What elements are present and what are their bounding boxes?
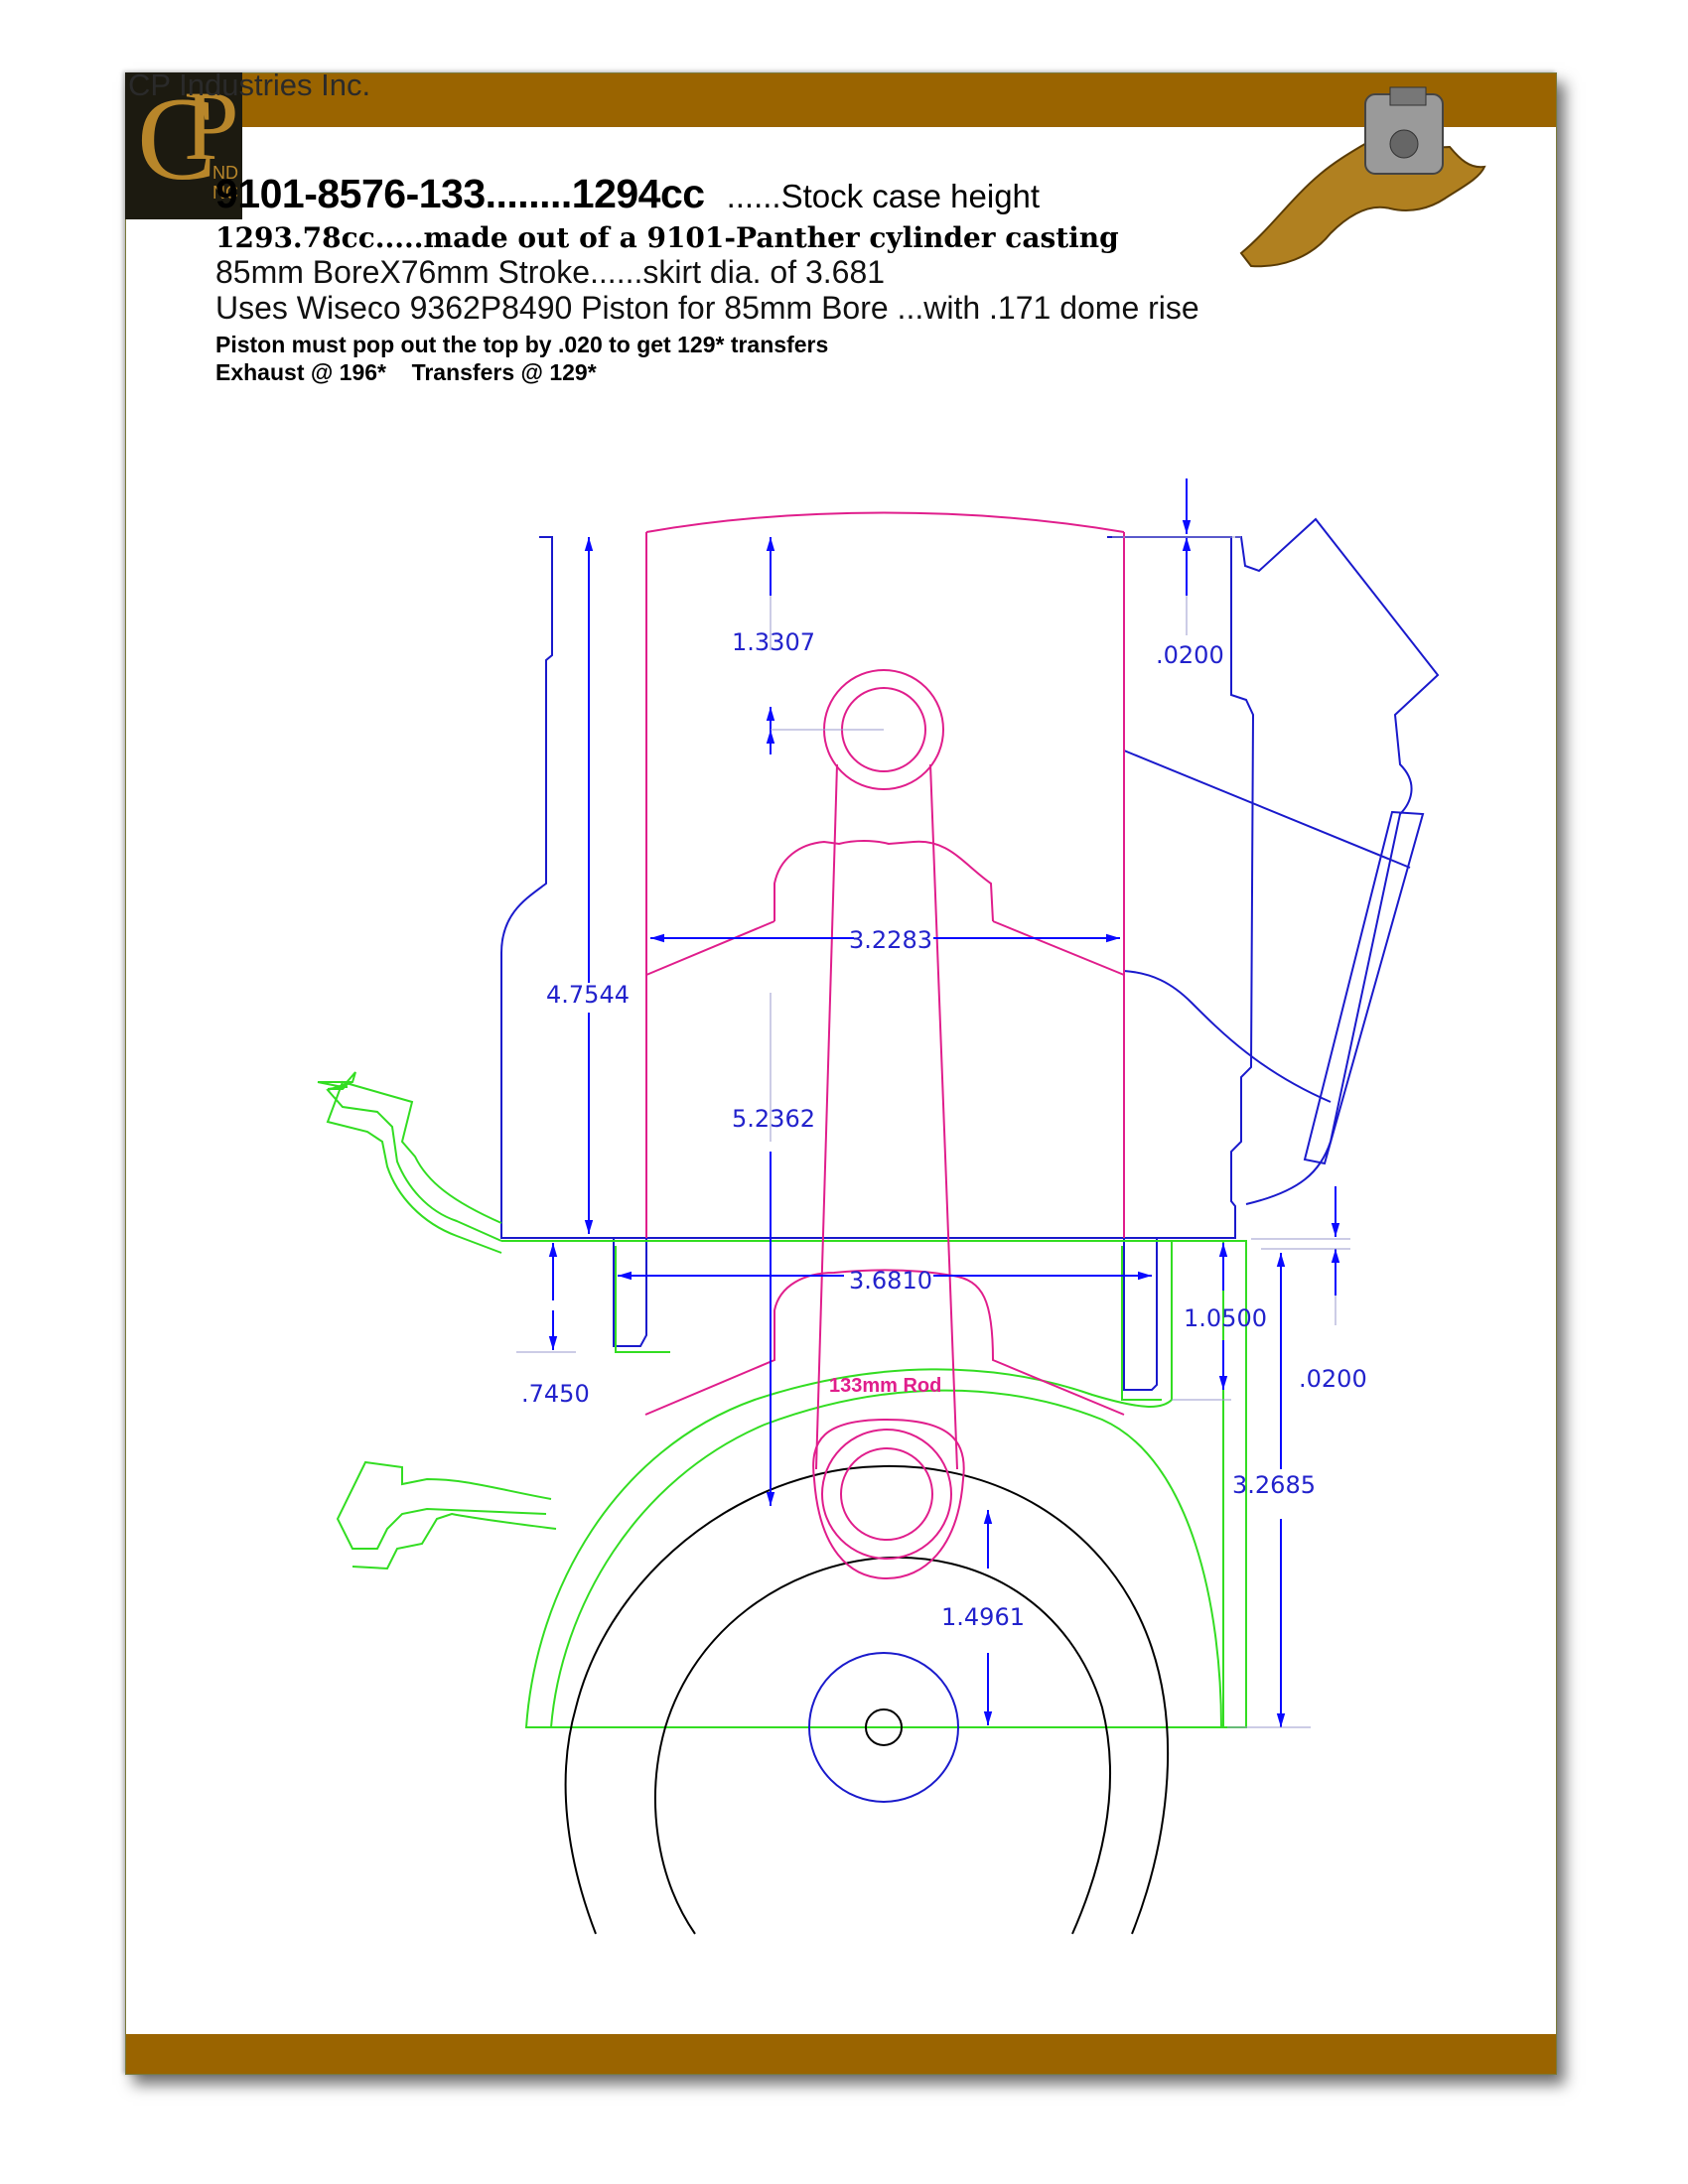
displacement-note: 1293.78cc.....made out of a 9101-Panther… bbox=[215, 221, 1119, 254]
svg-text:C: C bbox=[137, 72, 216, 205]
bottom-accent-bar bbox=[126, 2034, 1556, 2074]
crankcase bbox=[317, 1071, 1247, 1728]
dim-spigot-depth: 1.0500 bbox=[1184, 1304, 1267, 1332]
dim-base-depth: .7450 bbox=[521, 1380, 590, 1408]
top-accent-bar bbox=[126, 73, 1556, 127]
dim-deck-to-crank: 3.2685 bbox=[1232, 1471, 1316, 1499]
bore-stroke-note: 85mm BoreX76mm Stroke......skirt dia. of… bbox=[215, 254, 886, 290]
svg-text:ND: ND bbox=[212, 163, 238, 183]
svg-text:NC: NC bbox=[212, 183, 238, 203]
dim-bore-width: 3.2283 bbox=[849, 926, 932, 954]
svg-text:P: P bbox=[184, 70, 239, 181]
crankshaft bbox=[564, 1464, 1170, 1935]
dimension-lines bbox=[516, 478, 1350, 1728]
dim-pop-up: .0200 bbox=[1156, 641, 1224, 669]
rod-label: 133mm Rod bbox=[829, 1375, 941, 1397]
part-note: ......Stock case height bbox=[726, 178, 1041, 214]
pop-up-note: Piston must pop out the top by .020 to g… bbox=[215, 332, 829, 357]
dim-pin-to-crank: 1.4961 bbox=[941, 1603, 1025, 1631]
page-title: 9101-8576-133........1294cc ......Stock c… bbox=[215, 171, 1040, 217]
part-number: 9101-8576-133........1294cc bbox=[215, 171, 705, 216]
port-timing-note: Exhaust @ 196* Transfers @ 129* bbox=[215, 359, 597, 385]
crank-main-bearing bbox=[808, 1652, 959, 1803]
drawing-sheet bbox=[125, 72, 1557, 2075]
company-name: CP Industries Inc. bbox=[128, 68, 371, 102]
cylinder-sketch-icon bbox=[1239, 86, 1486, 268]
dimension-labels: .0200 1.3307 3.2283 4.7544 5.2362 3.6810… bbox=[521, 628, 1367, 1631]
piston-and-rod bbox=[644, 511, 1125, 1580]
company-logo: C P ND NC bbox=[125, 70, 242, 219]
dim-pin-to-crown: 1.3307 bbox=[732, 628, 815, 656]
dim-rod-length: 5.2362 bbox=[732, 1105, 815, 1133]
piston-note: Uses Wiseco 9362P8490 Piston for 85mm Bo… bbox=[215, 290, 1199, 326]
dim-skirt-diameter: 3.6810 bbox=[849, 1267, 932, 1295]
dim-cylinder-height: 4.7544 bbox=[546, 981, 630, 1009]
dim-case-gap: .0200 bbox=[1299, 1365, 1367, 1393]
cylinder-casting bbox=[500, 517, 1440, 1391]
